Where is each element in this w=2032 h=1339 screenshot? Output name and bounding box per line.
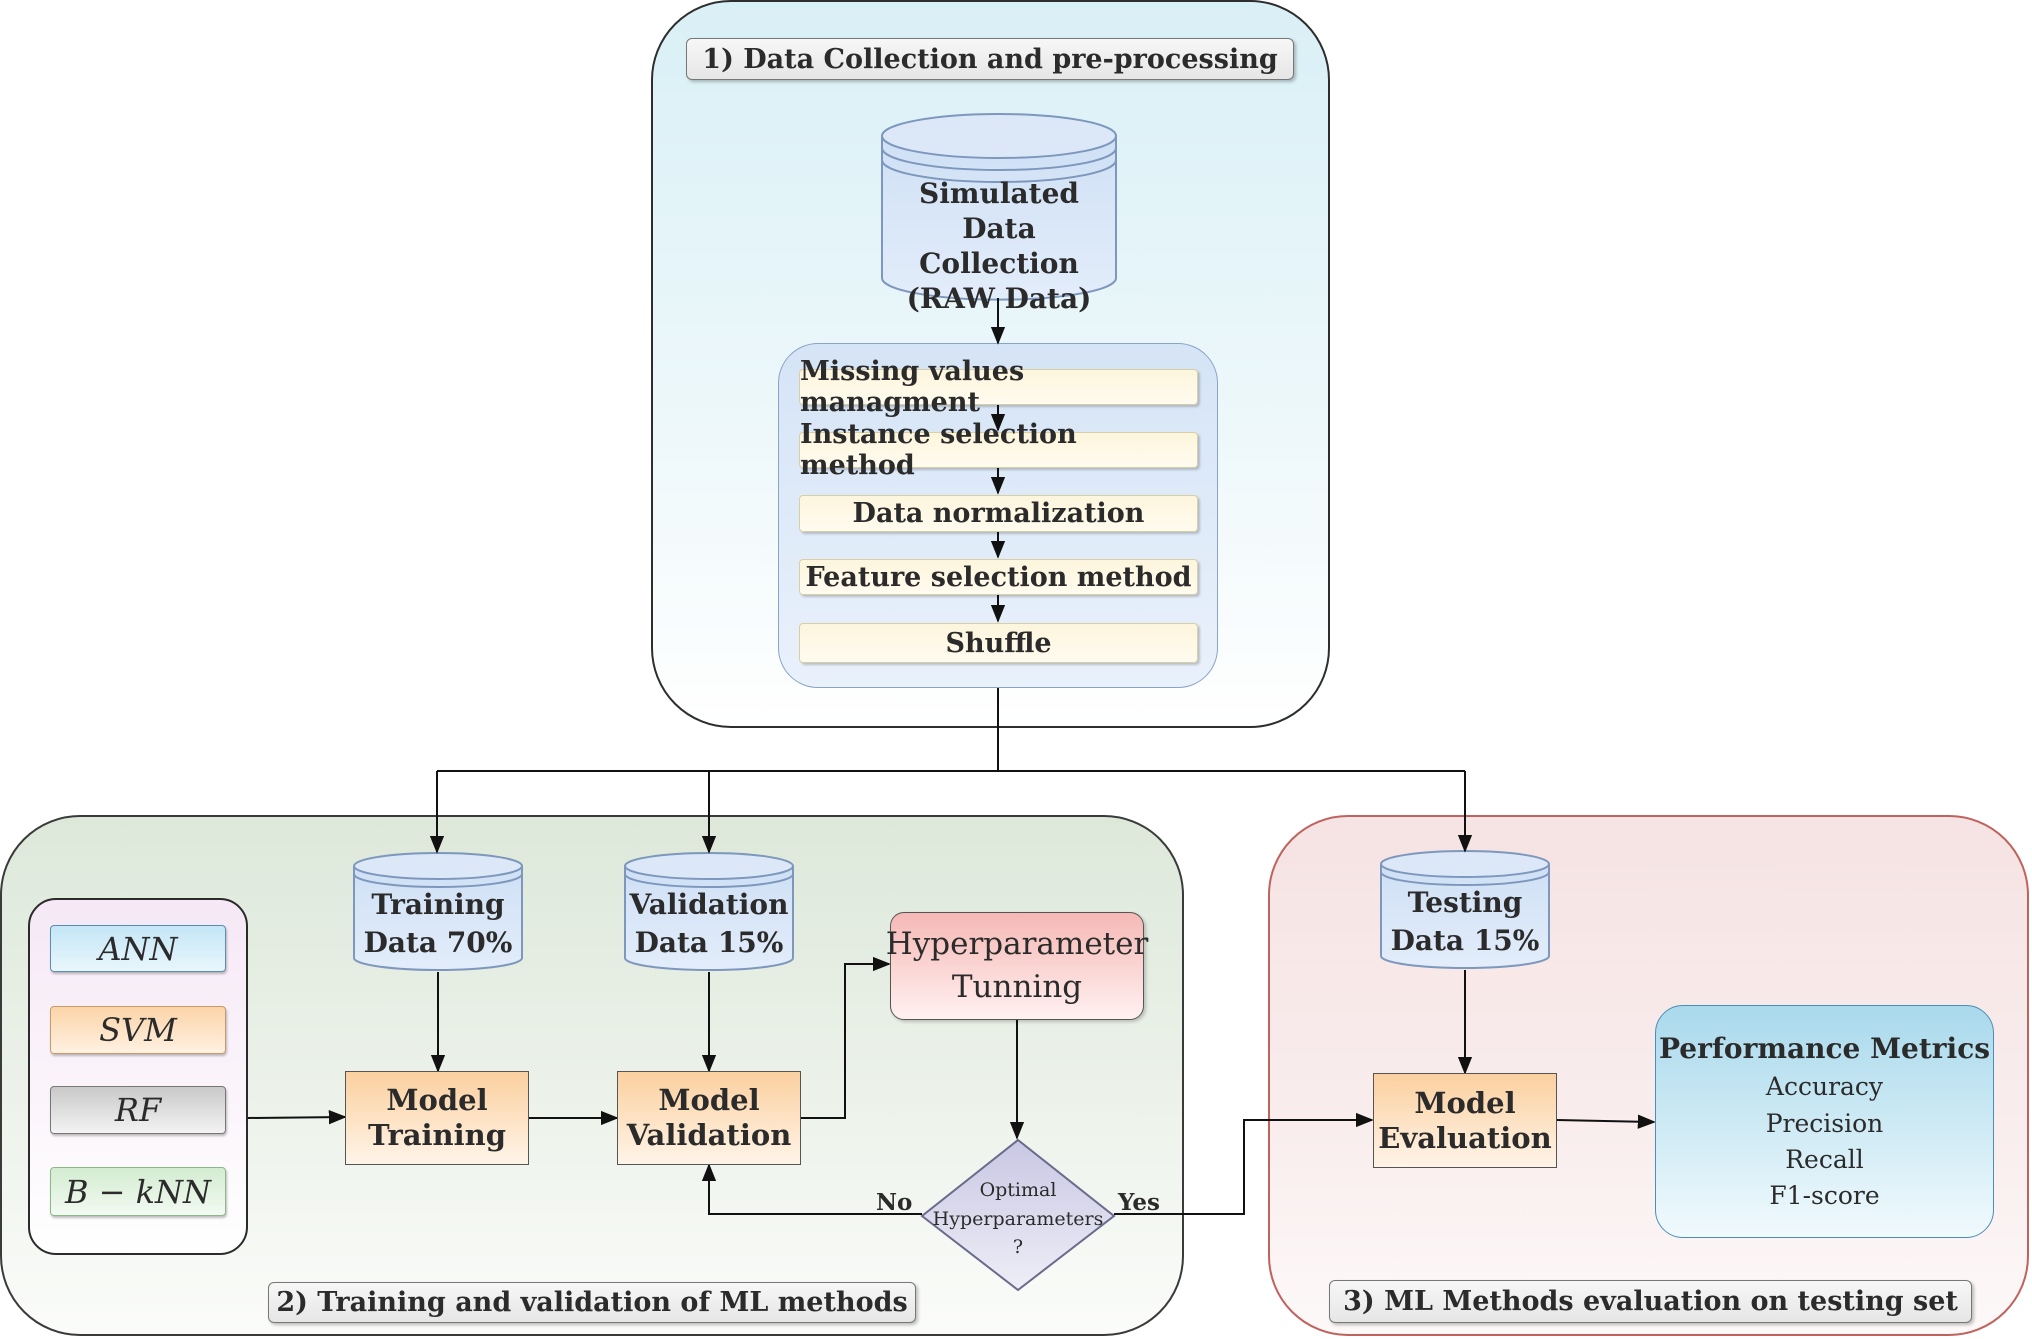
- method-svm: SVM: [50, 1006, 226, 1054]
- raw-data-line-1: Simulated: [919, 177, 1079, 210]
- step-data-normalization: Data normalization: [799, 495, 1198, 532]
- model-validation-line-1: Model: [658, 1083, 760, 1118]
- validation-data-cylinder: [624, 852, 794, 971]
- yes-label: Yes: [1118, 1189, 1161, 1216]
- raw-data-line-2: Data Collection: [919, 212, 1079, 280]
- decision-line-3: ?: [1012, 1236, 1024, 1258]
- step-feature-selection: Feature selection method: [799, 559, 1198, 595]
- model-evaluation-line-2: Evaluation: [1378, 1120, 1552, 1155]
- testing-data-label: Testing Data 15%: [1381, 884, 1549, 960]
- validation-data-line-2: Data 15%: [634, 925, 784, 959]
- model-training-line-1: Model: [386, 1083, 488, 1118]
- optimal-hyperparameters-diamond: [920, 1138, 1116, 1292]
- panel-1-title: 1) Data Collection and pre-processing: [686, 38, 1294, 80]
- testing-data-cylinder: [1380, 850, 1550, 969]
- decision-line-2: Hyperparameters: [932, 1207, 1104, 1230]
- method-ann: ANN: [50, 925, 226, 972]
- metric-f1-score: F1-score: [1769, 1181, 1880, 1211]
- hyperparameter-line-2: Tunning: [951, 969, 1083, 1005]
- step-missing-values: Missing values managment: [799, 356, 1198, 418]
- performance-metrics-box: Performance Metrics Accuracy Precision R…: [1655, 1005, 1994, 1238]
- training-data-cylinder: [353, 852, 523, 971]
- validation-data-label: Validation Data 15%: [625, 886, 793, 962]
- model-evaluation-line-1: Model: [1414, 1085, 1516, 1120]
- training-data-line-2: Data 70%: [363, 925, 513, 959]
- validation-data-line-1: Validation: [629, 888, 789, 921]
- panel-2-title: 2) Training and validation of ML methods: [268, 1282, 916, 1323]
- decision-line-1: Optimal: [979, 1179, 1057, 1201]
- metric-precision: Precision: [1765, 1108, 1884, 1138]
- raw-data-cylinder: [881, 113, 1117, 301]
- training-data-line-1: Training: [371, 888, 505, 921]
- testing-data-line-1: Testing: [1407, 886, 1523, 919]
- raw-data-label: Simulated Data Collection (RAW Data): [882, 176, 1116, 316]
- metric-recall: Recall: [1785, 1144, 1864, 1174]
- raw-data-line-3: (RAW Data): [906, 282, 1092, 315]
- method-rf: RF: [50, 1086, 226, 1134]
- metric-accuracy: Accuracy: [1765, 1072, 1884, 1102]
- hyperparameter-tuning-box: Hyperparameter Tunning: [886, 912, 1148, 1020]
- performance-metrics-title: Performance Metrics: [1658, 1031, 1991, 1065]
- model-training-line-2: Training: [367, 1118, 507, 1152]
- method-bknn: B − kNN: [50, 1167, 226, 1216]
- panel-3-title: 3) ML Methods evaluation on testing set: [1329, 1280, 1972, 1323]
- testing-data-line-2: Data 15%: [1390, 923, 1540, 957]
- step-shuffle: Shuffle: [799, 623, 1198, 663]
- hyperparameter-line-1: Hyperparameter: [885, 925, 1149, 962]
- training-data-label: Training Data 70%: [354, 886, 522, 962]
- step-instance-selection: Instance selection method: [799, 419, 1198, 481]
- decision-label: Optimal Hyperparameters ?: [922, 1176, 1114, 1262]
- model-validation-line-2: Validation: [626, 1118, 792, 1152]
- no-label: No: [876, 1189, 913, 1216]
